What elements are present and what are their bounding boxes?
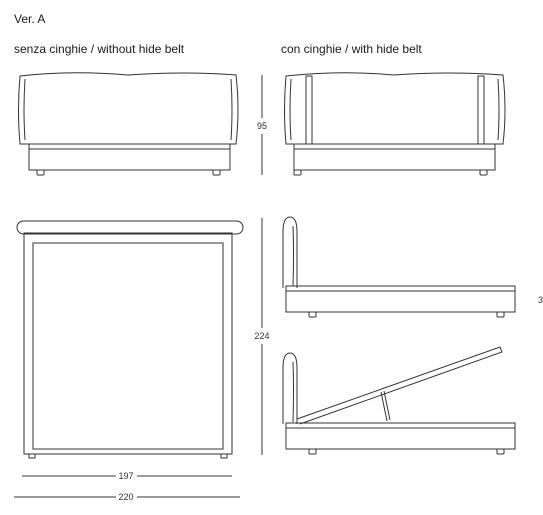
inner-width-dimension: 197: [22, 471, 232, 481]
foot-right: [212, 169, 221, 176]
headboard-edge-right: [497, 78, 500, 141]
bed-base: [293, 143, 496, 171]
front-view-with-belt: [284, 72, 506, 176]
side-clipped-value: 3: [538, 295, 543, 305]
outer-width-dimension: 220: [14, 492, 240, 502]
top-view: [16, 220, 244, 459]
headboard-profile: [282, 216, 298, 288]
foot-top-right: [220, 453, 228, 459]
height-dimension: 95: [257, 75, 267, 175]
outer-width-value: 220: [118, 492, 133, 502]
headboard-profile: [282, 352, 298, 424]
length-value: 224: [254, 331, 269, 341]
caption-with-belt: con cinghie / with hide belt: [281, 42, 422, 56]
hide-belt-right: [477, 75, 485, 145]
front-view-without-belt: [18, 72, 239, 176]
bed-base: [285, 285, 516, 313]
foot-left: [308, 311, 317, 318]
headboard-cushion: [292, 225, 294, 287]
height-value: 95: [257, 121, 267, 131]
bed-base: [285, 422, 516, 450]
foot-right: [496, 448, 505, 455]
headboard-edge-right: [230, 78, 233, 141]
foot-left: [308, 448, 317, 455]
gas-piston: [380, 390, 391, 422]
headboard-top: [16, 220, 244, 235]
foot-top-left: [28, 453, 36, 459]
foot-left: [293, 169, 302, 176]
headboard-outline: [18, 72, 239, 145]
headboard-outline: [284, 72, 506, 145]
frame-outer: [23, 232, 233, 455]
foot-right: [496, 311, 505, 318]
bed-base: [28, 143, 231, 171]
hide-belt-left: [305, 75, 313, 145]
foot-right: [479, 169, 488, 176]
lifted-platform: [296, 346, 503, 425]
length-dimension: 224: [254, 218, 270, 455]
caption-without-belt: senza cinghie / without hide belt: [14, 42, 185, 56]
foot-left: [36, 169, 45, 176]
side-view-lifted: [282, 346, 516, 455]
side-view-closed: [282, 216, 516, 318]
headboard-edge-left: [23, 78, 26, 141]
inner-width-value: 197: [118, 471, 133, 481]
headboard-cushion: [292, 361, 294, 423]
headboard-edge-left: [289, 78, 292, 141]
mattress-area: [32, 242, 224, 450]
version-label: Ver. A: [14, 12, 46, 26]
